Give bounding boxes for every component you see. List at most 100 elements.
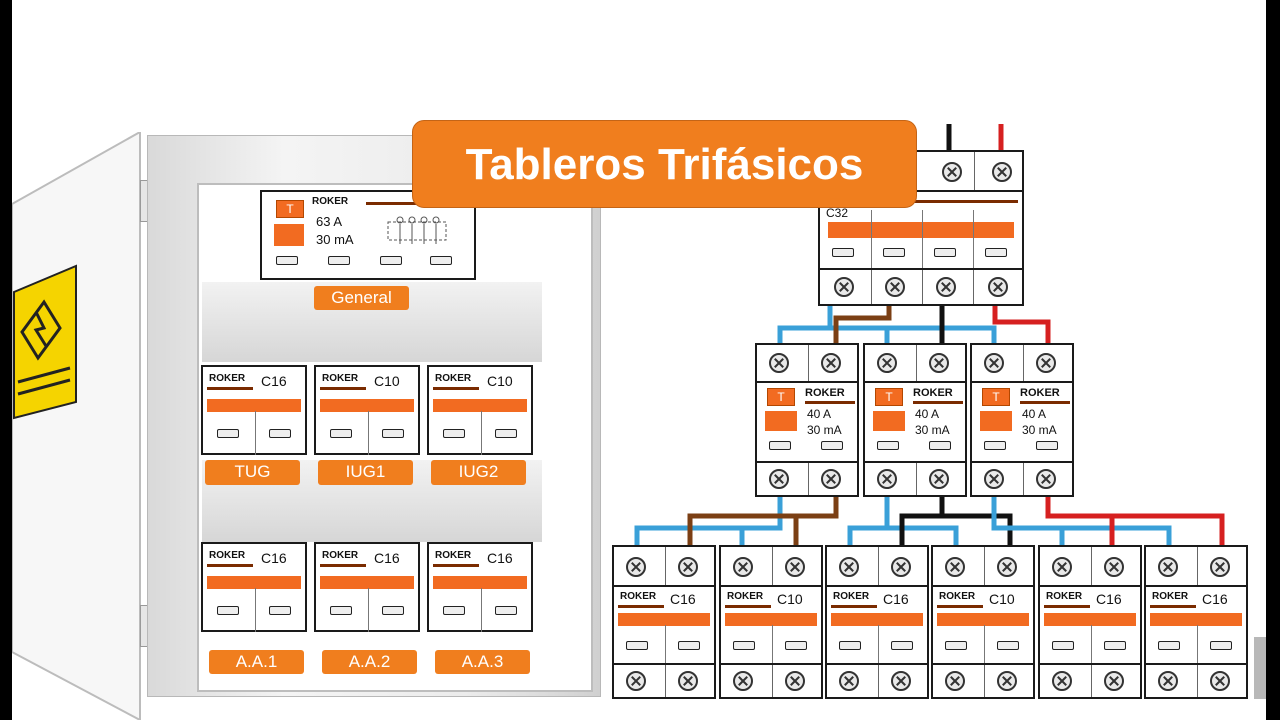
terminal-divider (1197, 547, 1198, 585)
terminal-divider (665, 665, 666, 697)
breaker-toggle (207, 576, 301, 589)
pole-divider (1197, 625, 1198, 665)
screw-icon (936, 277, 956, 297)
terminal-slot (217, 606, 239, 615)
breaker-rating: C16 (1096, 591, 1122, 607)
brand-stripe (1020, 401, 1070, 404)
rcd-top-terminals (863, 343, 967, 383)
brand-stripe (433, 387, 479, 390)
screw-icon (945, 671, 965, 691)
terminal-divider (1023, 463, 1024, 495)
terminal-slot (1036, 441, 1058, 450)
terminal-divider (772, 665, 773, 697)
test-button-icon: T (767, 388, 795, 406)
screw-icon (733, 557, 753, 577)
terminal-slot (330, 606, 352, 615)
screw-icon (839, 671, 859, 691)
main-breaker-bottom-terminals (818, 268, 1024, 306)
terminal-slot (929, 441, 951, 450)
terminal-slot (495, 606, 517, 615)
breaker-rating: C10 (374, 373, 400, 389)
rcd-sensitivity: 30 mA (915, 423, 950, 437)
wiring (634, 124, 1225, 548)
screw-icon (984, 469, 1004, 489)
breaker-rating: C16 (261, 373, 287, 389)
screw-icon (1210, 671, 1230, 691)
screw-icon (821, 469, 841, 489)
brand-label: ROKER (1152, 591, 1189, 602)
terminal-slot (883, 248, 905, 257)
brand-label: ROKER (913, 387, 953, 399)
terminal-divider (665, 547, 666, 585)
terminal-slot (678, 641, 700, 650)
terminal-slot (769, 441, 791, 450)
brand-stripe (725, 605, 771, 608)
brand-stripe (805, 401, 855, 404)
brand-label: ROKER (435, 373, 472, 384)
terminal-divider (1197, 665, 1198, 697)
breaker-rating: C16 (374, 550, 400, 566)
breaker-rating: C10 (487, 373, 513, 389)
screw-icon (929, 353, 949, 373)
screw-icon (1036, 353, 1056, 373)
terminal-slot (821, 441, 843, 450)
screw-icon (997, 557, 1017, 577)
breaker-rating: C16 (487, 550, 513, 566)
breaker-bottom-terminals (931, 663, 1035, 699)
terminal-divider (916, 345, 917, 381)
rcd-toggle (980, 411, 1012, 431)
screw-icon (678, 557, 698, 577)
terminal-slot (626, 641, 648, 650)
brand-label: ROKER (727, 591, 764, 602)
brand-stripe (868, 200, 1018, 203)
screw-icon (626, 557, 646, 577)
circuit-label: TUG (205, 460, 300, 485)
breaker-bottom-terminals (612, 663, 716, 699)
terminal-slot (785, 641, 807, 650)
terminal-divider (984, 547, 985, 585)
screw-icon (785, 671, 805, 691)
rcd-top-terminals (755, 343, 859, 383)
brand-label: ROKER (805, 387, 845, 399)
screw-icon (785, 557, 805, 577)
pole-divider (665, 625, 666, 665)
breaker-rating: C16 (883, 591, 909, 607)
brand-stripe (1044, 605, 1090, 608)
terminal-slot (382, 429, 404, 438)
screw-icon (821, 353, 841, 373)
breaker-toggle (1044, 613, 1136, 626)
pole-divider (368, 588, 369, 632)
terminal-slot (495, 429, 517, 438)
terminal-slot (382, 606, 404, 615)
brand-label: ROKER (209, 550, 246, 561)
brand-label: ROKER (939, 591, 976, 602)
breaker-bottom-terminals (1144, 663, 1248, 699)
terminal-slot (1104, 641, 1126, 650)
terminal-slot (443, 606, 465, 615)
screw-icon (1052, 557, 1072, 577)
pole-divider (878, 625, 879, 665)
terminal-divider (878, 665, 879, 697)
terminal-divider (808, 345, 809, 381)
terminal-slot (328, 256, 350, 265)
terminal-slot (1158, 641, 1180, 650)
screw-icon (885, 277, 905, 297)
brand-stripe (618, 605, 664, 608)
circuit-label: A.A.2 (322, 650, 417, 674)
screw-icon (834, 277, 854, 297)
breaker-toggle (831, 613, 923, 626)
breaker-rating: C16 (1202, 591, 1228, 607)
page-title: Tableros Trifásicos (412, 120, 917, 208)
terminal-slot (945, 641, 967, 650)
screw-icon (1158, 671, 1178, 691)
screw-icon (678, 671, 698, 691)
breaker-toggle (433, 399, 527, 412)
screw-icon (1210, 557, 1230, 577)
